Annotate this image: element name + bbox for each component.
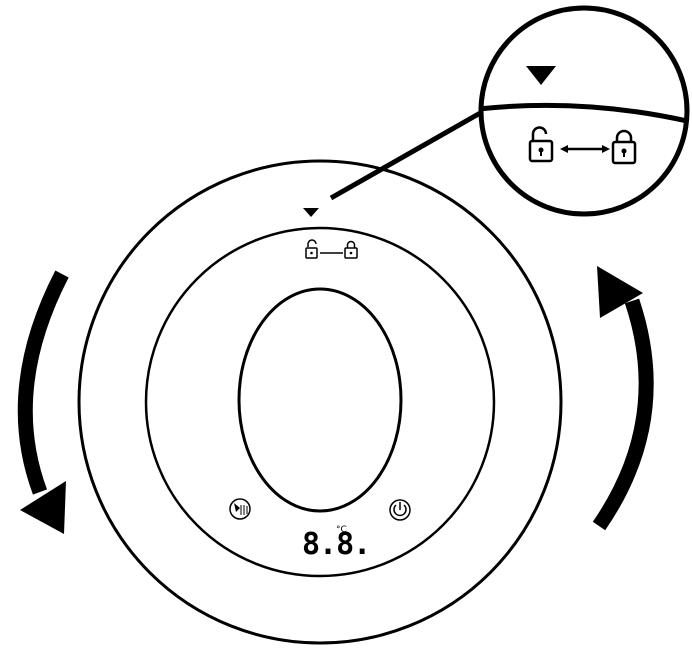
magnified-callout bbox=[478, 5, 690, 217]
double-arrow-icon bbox=[560, 145, 610, 153]
temperature-display: 8.8. bbox=[302, 527, 370, 562]
center-oval bbox=[237, 287, 403, 513]
lock-indicator bbox=[305, 239, 358, 259]
unlocked-padlock-icon bbox=[528, 126, 554, 163]
power-icon[interactable] bbox=[389, 499, 411, 521]
down-triangle-icon bbox=[303, 208, 319, 217]
unlocked-padlock-icon bbox=[305, 239, 318, 259]
callout-line bbox=[329, 109, 484, 201]
counterclockwise-arrow-icon bbox=[17, 270, 69, 534]
temperature-unit: °C bbox=[336, 525, 347, 535]
inner-ring bbox=[144, 226, 496, 578]
shower-icon[interactable] bbox=[229, 498, 251, 520]
magnified-ring-edge bbox=[481, 102, 687, 127]
down-triangle-icon bbox=[526, 66, 556, 85]
locked-padlock-icon bbox=[611, 129, 637, 165]
locked-padlock-icon bbox=[344, 240, 358, 259]
outer-ring bbox=[77, 159, 563, 645]
clockwise-arrow-icon bbox=[592, 266, 654, 531]
magnified-border bbox=[478, 5, 690, 217]
